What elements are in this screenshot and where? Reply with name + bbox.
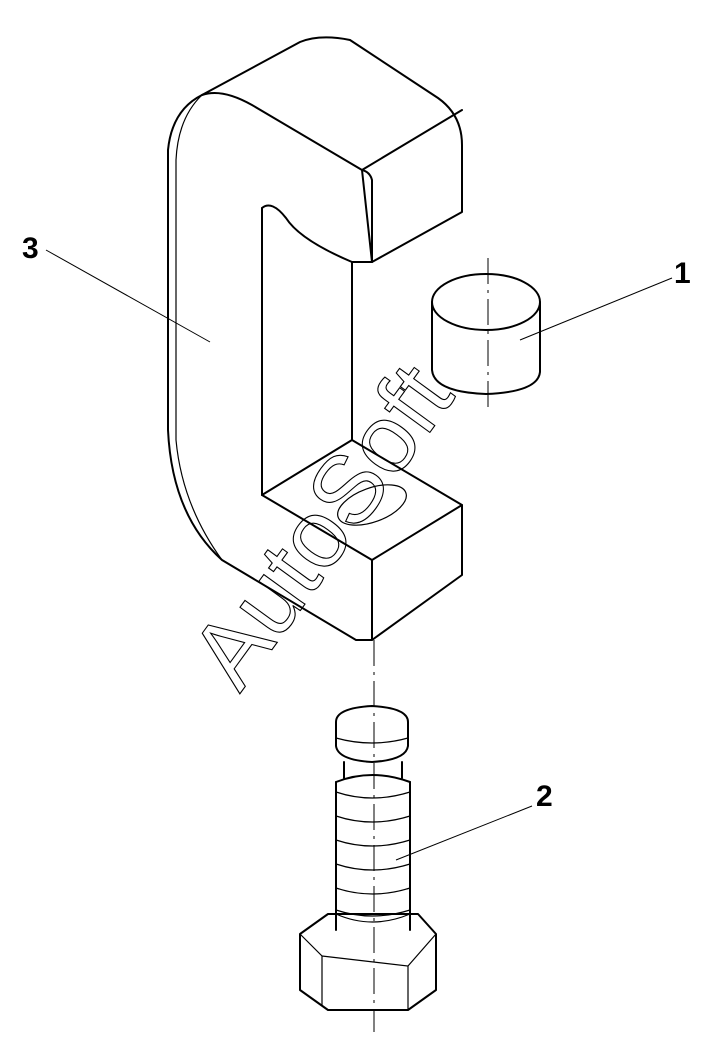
leader-line-1 xyxy=(519,277,673,341)
pressure-pad-part xyxy=(431,273,541,395)
leader-line-3 xyxy=(45,249,211,343)
c-frame-part xyxy=(167,36,463,641)
callout-label-2: 2 xyxy=(536,780,553,813)
callout-label-1: 1 xyxy=(674,257,691,290)
leader-line-2 xyxy=(395,805,533,861)
callout-label-3: 3 xyxy=(22,232,39,265)
hex-bolt-part xyxy=(299,705,437,1011)
leader-lines xyxy=(45,249,673,861)
